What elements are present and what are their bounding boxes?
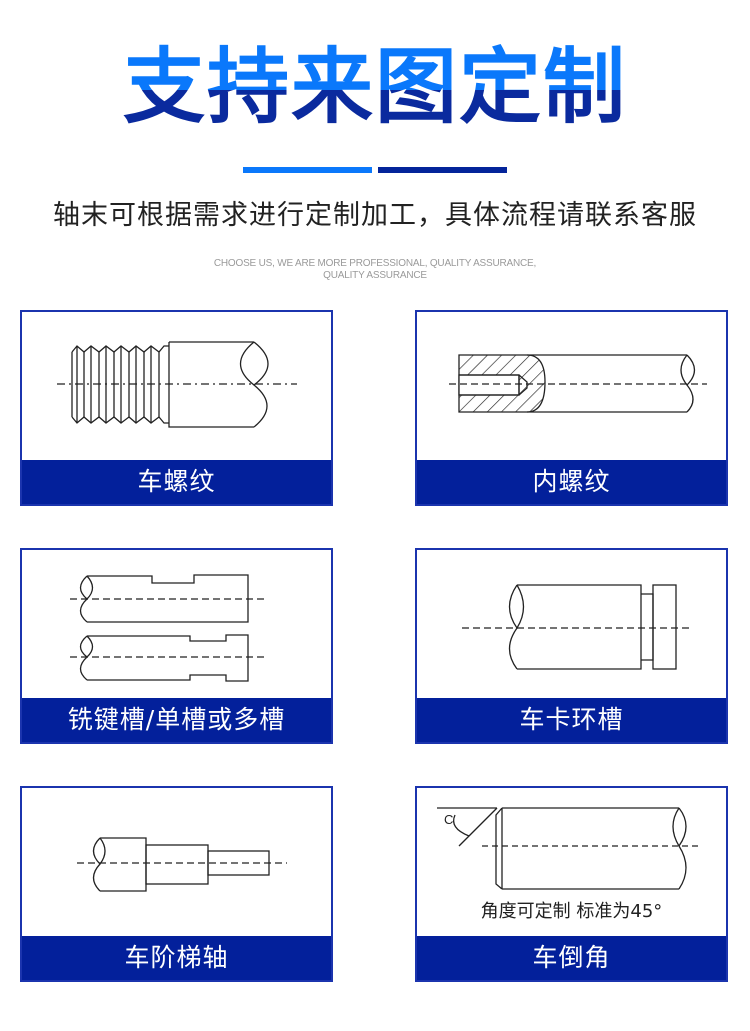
title-underline-right bbox=[378, 167, 507, 173]
card-label: 车卡环槽 bbox=[417, 698, 726, 742]
card-label: 铣键槽/单槽或多槽 bbox=[22, 698, 331, 742]
tagline-line-1: CHOOSE US, WE ARE MORE PROFESSIONAL, QUA… bbox=[213, 258, 537, 269]
chamfer-note: 角度可定制 标准为45° bbox=[480, 901, 663, 922]
card-label: 车倒角 bbox=[417, 936, 726, 980]
card-keyway-slot: 铣键槽/单槽或多槽 bbox=[20, 548, 333, 744]
page-title: 支持来图定制 bbox=[0, 38, 750, 138]
card-label: 内螺纹 bbox=[417, 460, 726, 504]
chamfer-diagram-icon: C 角度可定制 标准为45° bbox=[417, 788, 726, 938]
tagline: CHOOSE US, WE ARE MORE PROFESSIONAL, QUA… bbox=[0, 258, 750, 282]
card-label: 车阶梯轴 bbox=[22, 936, 331, 980]
subtitle: 轴末可根据需求进行定制加工，具体流程请联系客服 bbox=[53, 200, 697, 231]
card-internal-thread: 内螺纹 bbox=[415, 310, 728, 506]
internal-thread-diagram-icon bbox=[417, 312, 726, 462]
card-stepped-shaft: 车阶梯轴 bbox=[20, 786, 333, 982]
external-thread-diagram-icon bbox=[22, 312, 331, 462]
tagline-line-2: QUALITY ASSURANCE bbox=[323, 270, 427, 281]
snap-ring-groove-diagram-icon bbox=[417, 550, 726, 700]
card-snap-ring-groove: 车卡环槽 bbox=[415, 548, 728, 744]
angle-label: C bbox=[444, 812, 454, 827]
keyway-slot-diagram-icon bbox=[22, 550, 331, 700]
title-underline-left bbox=[243, 167, 372, 173]
card-external-thread: 车螺纹 bbox=[20, 310, 333, 506]
card-label: 车螺纹 bbox=[22, 460, 331, 504]
card-chamfer: C 角度可定制 标准为45° 车倒角 bbox=[415, 786, 728, 982]
stepped-shaft-diagram-icon bbox=[22, 788, 331, 938]
